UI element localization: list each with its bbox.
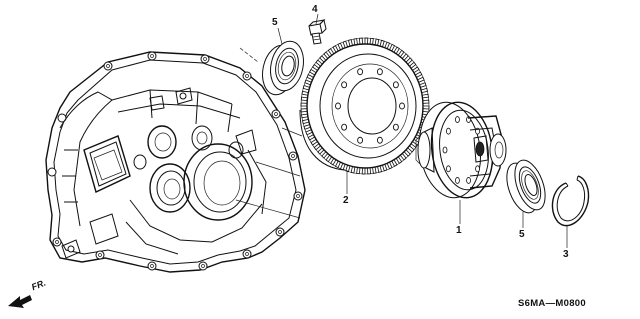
- snap-ring-part-3: [551, 175, 590, 227]
- gear-tooth-tip-circle: [300, 37, 430, 175]
- gear-bolt-hole: [392, 123, 399, 131]
- gear-bolt-hole: [399, 102, 405, 110]
- diagram-code: S6MA—M0800: [518, 298, 586, 309]
- final-driven-gear-part-2: [299, 37, 430, 175]
- gear-tooth: [300, 102, 308, 107]
- assembly-guide-lines: [235, 47, 303, 219]
- differential-flange-hole: [446, 127, 451, 135]
- differential-flange-hole: [475, 165, 480, 173]
- gear-bolt-hole: [376, 68, 383, 76]
- gear-bolt-hole: [341, 123, 348, 131]
- gear-tooth: [364, 37, 369, 45]
- gear-tooth: [300, 108, 308, 113]
- gear-bolt-hole: [341, 81, 348, 89]
- gear-bolt-hole: [335, 102, 341, 110]
- gear-bolt-hole: [392, 81, 399, 89]
- differential-flange-hole: [442, 146, 448, 154]
- differential-assembly-part-1: [415, 101, 507, 199]
- bolt-part-4: [308, 19, 327, 45]
- bearing-part-5-upper: [262, 40, 304, 96]
- callout-leaders: [277, 13, 568, 248]
- differential-flange-hole: [455, 116, 460, 123]
- callout-label-4: 4: [312, 4, 318, 15]
- differential-flange-hole: [446, 165, 451, 173]
- differential-flange-hole: [466, 177, 471, 184]
- callout-label-2: 2: [343, 195, 349, 206]
- front-direction-arrow-icon: [8, 295, 32, 308]
- gear-bolt-hole: [376, 136, 383, 144]
- gear-tooth: [358, 37, 363, 45]
- bearing-part-5-right: [506, 159, 546, 214]
- transmission-housing: [45, 51, 306, 273]
- gear-bolt-hole: [357, 136, 364, 144]
- gear-tooth: [361, 167, 366, 175]
- differential-flange-hole: [455, 177, 460, 184]
- gear-tooth: [422, 105, 430, 110]
- gear-tooth: [367, 167, 372, 175]
- callout-label-5-right: 5: [519, 229, 525, 240]
- callout-label-5-upper: 5: [272, 17, 278, 28]
- callout-label-1: 1: [456, 225, 462, 236]
- callout-label-3: 3: [563, 249, 569, 260]
- gear-bolt-hole: [357, 68, 364, 76]
- gear-tooth: [422, 99, 430, 104]
